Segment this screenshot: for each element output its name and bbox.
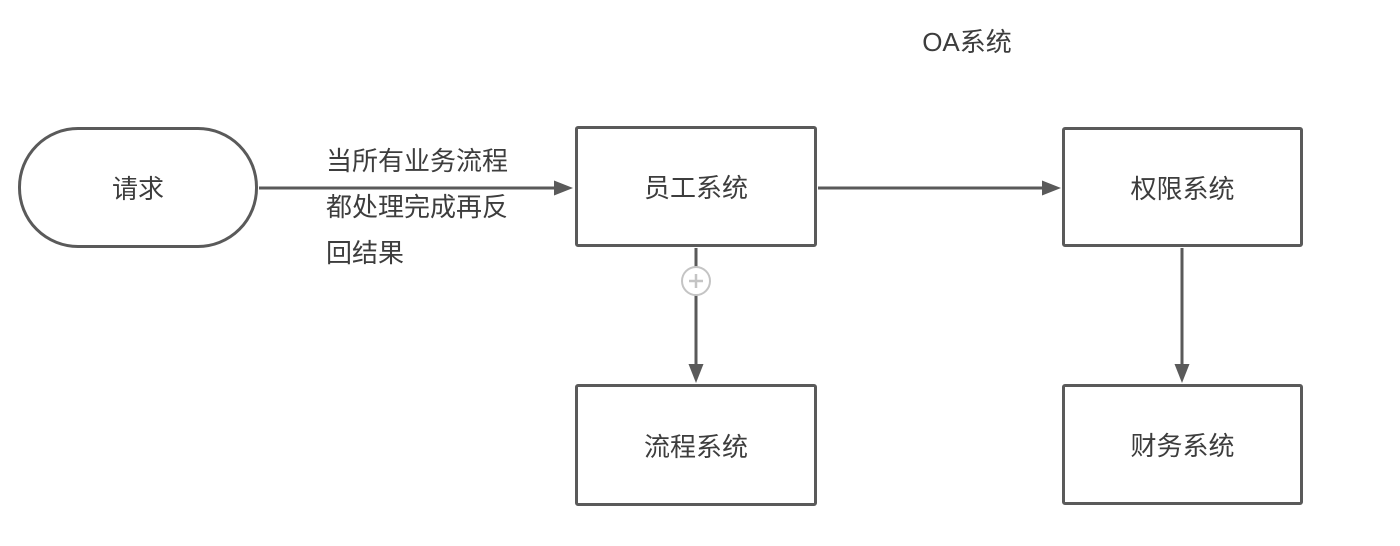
edge-label-line-1: 当所有业务流程 [326,146,509,176]
node-permission-system: 权限系统 [1062,127,1303,247]
node-permission-system-label: 权限系统 [1130,173,1235,204]
node-finance-system-label: 财务系统 [1130,431,1235,461]
node-employee-system-label: 员工系统 [643,173,748,203]
plus-icon[interactable] [681,266,711,296]
node-finance-system: 财务系统 [1062,384,1303,505]
node-process-system-label: 流程系统 [643,431,748,462]
plus-icon-glyph [689,274,703,288]
edge-label: 当所有业务流程 都处理完成再反 回结果 [326,138,508,276]
node-request-label: 请求 [111,174,164,204]
edge-label-line-2: 都处理完成再反 [326,192,509,222]
node-request: 请求 [18,127,258,248]
edge-label-line-3: 回结果 [326,238,405,268]
edge-permission-to-finance [1174,248,1190,383]
node-employee-system: 员工系统 [575,126,817,247]
edge-employee-to-permission [818,180,1061,196]
node-process-system: 流程系统 [575,384,817,506]
diagram-title: OA系统 [922,27,1012,57]
